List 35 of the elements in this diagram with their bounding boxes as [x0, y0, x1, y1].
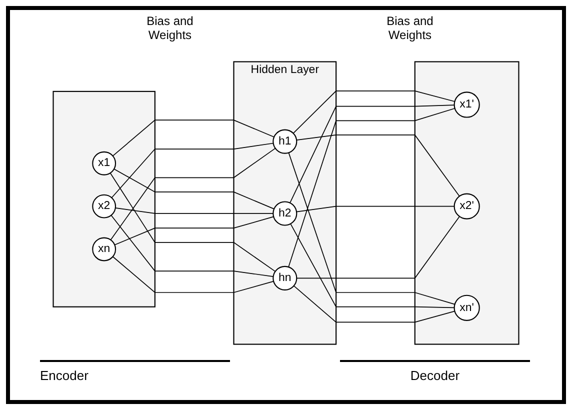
- cluster: [52, 90, 156, 308]
- connector: [290, 104, 455, 204]
- connector: [290, 223, 455, 308]
- cluster: [414, 61, 520, 345]
- connector: [114, 168, 274, 210]
- node-circle: [454, 193, 480, 220]
- cluster: [233, 61, 337, 345]
- node-circle: [92, 151, 116, 176]
- connector: [114, 207, 274, 214]
- connector: [296, 206, 455, 212]
- connector: [296, 134, 460, 197]
- node-circle: [272, 201, 298, 226]
- connector: [111, 142, 274, 198]
- layer-weights-label: Bias and Weights: [146, 14, 194, 42]
- node-circle: [92, 237, 116, 262]
- connector: [110, 148, 276, 240]
- connector: [288, 108, 456, 268]
- network-diagram: Hidden Layer x1 x2 xn h1 h2 hn x1' x2' xn': [20, 56, 552, 350]
- encoder-label: Encoder: [40, 368, 88, 383]
- connector: [110, 214, 274, 277]
- connector: [112, 256, 274, 293]
- layer-weights-label: Bias and Weights: [386, 14, 434, 42]
- decoder-label: Decoder: [410, 368, 460, 383]
- connector: [288, 152, 456, 305]
- node-circle: [454, 92, 480, 118]
- connector: [292, 90, 456, 134]
- connector: [114, 216, 274, 246]
- connector: [112, 120, 274, 156]
- node-circle: [454, 294, 480, 321]
- connector: [296, 216, 460, 279]
- node-circle: [272, 266, 298, 290]
- connector: [110, 172, 276, 272]
- node-circle: [92, 194, 116, 218]
- node-circle: [272, 129, 298, 154]
- connector: [293, 285, 456, 323]
